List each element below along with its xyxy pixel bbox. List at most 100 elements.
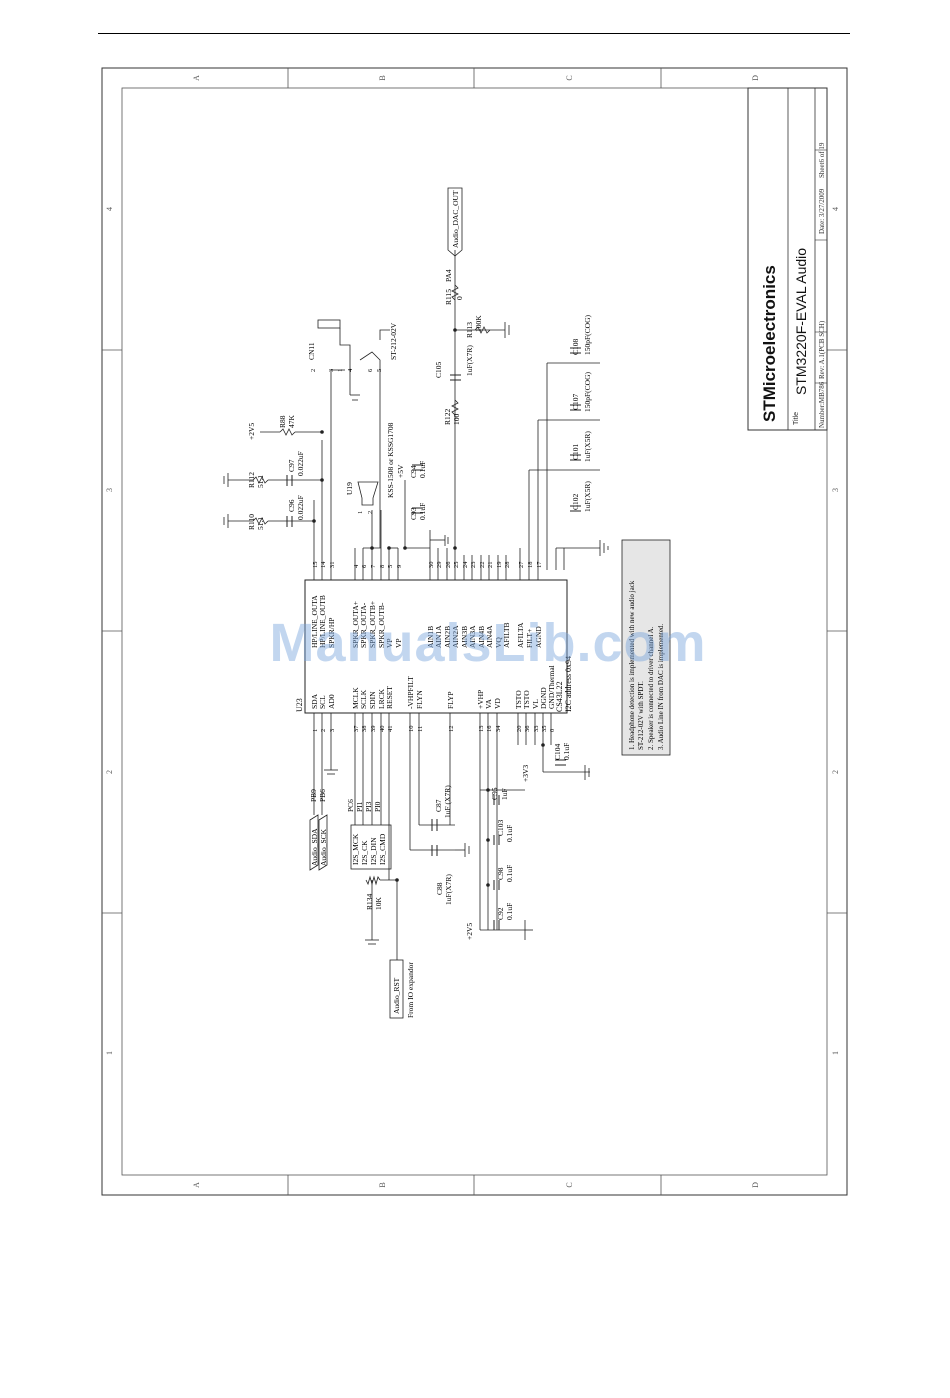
ic-pin-right-name: SPKR_OUTA- [359, 602, 368, 648]
c97-ref: C97 [287, 459, 296, 472]
ic-pin-left-name: SDIN [368, 691, 377, 709]
c101-value: 1uF(X5R) [583, 431, 592, 462]
net-pb9: PB9 [309, 789, 318, 802]
ic-pin-left-number: 3 [329, 729, 336, 732]
c95-value: 1uF [500, 788, 509, 800]
ic-pin-left-name: TSTO [514, 690, 523, 709]
c87-ref: C87 [434, 799, 443, 812]
ic-pin-right-number: 26 [445, 561, 452, 568]
c102-ref: C102 [571, 493, 580, 510]
zone-row-1-left: 1 [105, 1051, 114, 1055]
ic-pin-right-name: AIN3A [468, 625, 477, 648]
ic-pin-right-number: 31 [329, 562, 336, 569]
note-line-3: 2. Speaker is connected to driver channe… [647, 626, 655, 750]
supply-3v3: +3V3 [521, 765, 530, 782]
ic-pin-left-name: VD [493, 698, 502, 709]
ic-pin-left-name: FLYN [415, 690, 424, 709]
ic-pin-right-name: AIN1B [426, 626, 435, 648]
cn11-pin1: 1 [337, 369, 344, 372]
r88-value: 47K [287, 415, 296, 429]
r115-net: PA4 [444, 269, 453, 282]
c98-value: 0.1uF [505, 865, 514, 882]
c93-ref: C93 [409, 507, 418, 520]
ic-pin-left-name: VL [531, 699, 540, 709]
zone-col-d-bottom: D [751, 1182, 760, 1188]
ic-pin-right-number: 19 [496, 562, 503, 569]
ic-pin-right-name: VQ [494, 637, 503, 648]
net-pi1: PI1 [355, 801, 364, 812]
zone-col-c-bottom: C [565, 1182, 574, 1187]
ic-pin-right-number: 8 [379, 565, 386, 568]
cn11-pin2: 2 [310, 369, 317, 372]
ic-pin-right-number: 29 [436, 562, 443, 569]
ic-pin-left-number: 38 [361, 726, 368, 733]
ic-pin-right-number: 23 [470, 562, 477, 569]
net-pc6: PC6 [346, 799, 355, 812]
ic-pin-left-name: TSTO [522, 690, 531, 709]
r110-value: 51.1 [256, 517, 265, 530]
c101-ref: C101 [571, 443, 580, 460]
ic-pin-left-number: 20 [516, 726, 523, 733]
cn11-ref: CN11 [307, 342, 316, 360]
ic-pin-left-name: SCLK [359, 689, 368, 709]
ic-pin-right-name: SPKR_OUTB+ [368, 601, 377, 648]
ic-pin-right-name: HP/LINE_OUTB [318, 595, 327, 648]
zone-row-3-right: 3 [831, 488, 840, 492]
u19-pin1: 1 [357, 511, 364, 514]
ic-pin-right-number: 22 [479, 562, 486, 569]
ic-pin-right-number: 28 [504, 562, 511, 569]
ic-pin-left-name: VA [484, 699, 493, 709]
junctions-right [312, 328, 457, 550]
ic-pin-left-name: MCLK [351, 687, 360, 709]
r115-value: 0 [455, 296, 464, 300]
c92-ref: C92 [496, 907, 505, 920]
cn11-pin5: 5 [376, 369, 383, 372]
ic-u23: U23 CS43L22 I2C address 0x94 SDA1SCL2AD0… [295, 561, 573, 732]
c96-value: 0.022uF [296, 495, 305, 520]
ic-pin-right-number: 21 [487, 562, 494, 569]
note-line-2: ST-212-02V with SPDT. [637, 681, 645, 750]
zone-row-4-left: 4 [105, 207, 114, 211]
c103-ref: C103 [496, 819, 505, 836]
wires-left [313, 722, 590, 960]
ic-pin-right-name: AGND [534, 626, 543, 648]
ic-pin-right-number: 30 [428, 562, 435, 569]
ic-pin-right-number: 14 [320, 561, 327, 568]
zone-dividers [102, 68, 847, 1195]
ic-address: I2C address 0x94 [564, 656, 573, 712]
c107-value: 150pF(COG) [583, 371, 592, 412]
outer-frame [101, 67, 848, 1196]
net-audio-dac-out: Audio_DAC_OUT [451, 190, 460, 248]
ic-pin-right-name: AFILTB [502, 622, 511, 648]
r115-ref: R115 [444, 289, 453, 305]
c94-ref: C94 [409, 465, 418, 478]
ic-pin-right-name: AIN4A [485, 625, 494, 648]
ic-pins-right: HP/LINE_OUTA15HP/LINE_OUTB14SPKR/HP31SPK… [310, 561, 543, 648]
ic-pin-left-number: 34 [495, 725, 502, 732]
ic-pin-left-name: DGND [539, 687, 548, 709]
c104-ref: C104 [553, 743, 562, 760]
cn11-part: ST-212-02V [389, 322, 398, 360]
u19-ref: U19 [345, 482, 354, 495]
r113-value: 100K [474, 315, 483, 332]
c107-ref: C107 [571, 393, 580, 410]
ic-ref: U23 [295, 698, 304, 712]
note-line-4: 3. Audio Line IN from DAC is implemented… [657, 624, 665, 750]
net-pb6: PB6 [318, 789, 327, 802]
r134-ref: R134 [365, 893, 374, 910]
title-block: STMicroelectronics Title STM3220F-EVAL A… [747, 87, 828, 431]
ic-pin-left-number: 33 [533, 726, 540, 733]
ic-pin-left-name: FLYP [446, 691, 455, 709]
ic-pin-left-number: 35 [541, 726, 548, 733]
c104-value: 0.1uF [562, 743, 571, 760]
ic-pin-right-number: 15 [312, 562, 319, 569]
c95-ref: C95 [490, 787, 499, 800]
doc-rev: Rev: A.1(PCB SCH) [818, 320, 826, 379]
net-pi0: PI0 [373, 801, 382, 812]
ic-pin-left-number: 11 [417, 726, 424, 732]
ic-pin-left-number: 39 [370, 726, 377, 733]
ic-pin-right-name: SPKR/HP [327, 618, 336, 648]
wires-right [313, 250, 600, 570]
ic-pin-right-name: AIN3B [460, 626, 469, 648]
